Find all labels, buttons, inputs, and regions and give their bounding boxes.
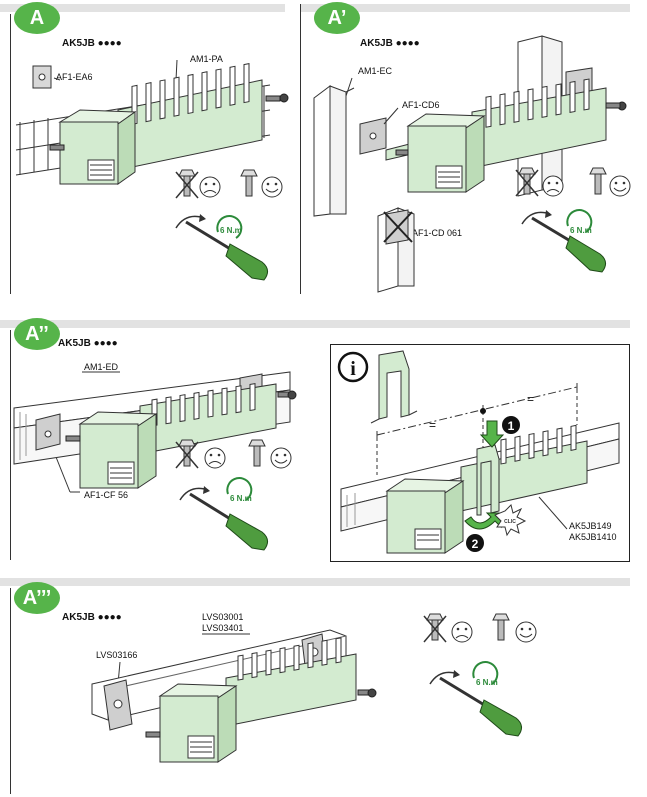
svg-text:i: i (350, 358, 356, 380)
svg-text:6 N.m: 6 N.m (220, 226, 242, 235)
panel-badge: A’’ (14, 318, 60, 350)
rail-label: LVS03401 (202, 623, 244, 633)
bracket-label: LVS03166 (96, 650, 138, 660)
screwdriver-icon (429, 670, 522, 737)
screw-icon (589, 167, 607, 195)
panel-badge: A’ (314, 2, 360, 34)
screw-icon (492, 613, 510, 641)
junction-module (385, 478, 465, 554)
crossed-screw-icon (423, 613, 447, 643)
click-burst-icon: CLIC (494, 504, 527, 537)
svg-text:=: = (527, 392, 534, 406)
junction-module (406, 113, 486, 193)
rail-label: AM1-PA (190, 54, 223, 64)
not-allowed-upright (377, 207, 415, 293)
product-reference: AK5JB ●●●● (58, 338, 118, 349)
svg-text:CLIC: CLIC (504, 519, 516, 525)
info-illustration: i = = (337, 350, 620, 554)
junction-module (158, 683, 238, 763)
upright-left (313, 85, 355, 217)
info-panel: AK5JB149 AK5JB1410 i = = (330, 344, 630, 562)
svg-text:6 N.m: 6 N.m (230, 494, 252, 503)
upright-label: AM1-EC (358, 66, 393, 76)
section-bar (300, 4, 630, 12)
torque-indicator: 6 N.m (216, 215, 243, 239)
clip-part (370, 350, 418, 424)
bracket-label: AF1-CF 56 (84, 490, 129, 500)
panel-border (300, 4, 301, 294)
step-1-marker: 1 (502, 416, 520, 434)
sad-face-icon (199, 176, 221, 198)
bracket-label: AF1-CD6 (402, 100, 440, 110)
svg-text:6 N.m: 6 N.m (476, 678, 498, 687)
panel-badge: A’’’ (14, 582, 60, 614)
happy-face-icon (609, 175, 631, 197)
svg-text:6 N.m: 6 N.m (570, 226, 592, 235)
bracket-part (359, 117, 387, 155)
product-reference: AK5JB ●●●● (62, 612, 122, 623)
rotate-arrow-icon (464, 512, 502, 530)
screwdriver-icon (175, 214, 268, 281)
junction-module (78, 411, 158, 489)
mounting-illustration: 6 N.m (15, 59, 289, 281)
panel-border (10, 14, 11, 294)
section-bar (0, 4, 285, 12)
panel-a-prime: A’ AK5JB ●●●● AM1-EC AF1-CD6 AF1-CD 061 (300, 0, 640, 296)
terminal-strip (117, 63, 263, 171)
mounting-illustration: 6 N.m (91, 613, 537, 763)
push-arrow-icon (479, 420, 505, 448)
torque-indicator: 6 N.m (566, 209, 593, 235)
sad-face-icon (204, 447, 226, 469)
bracket-part (35, 413, 61, 451)
junction-module (58, 109, 137, 185)
rail-label: AM1-ED (84, 362, 119, 372)
svg-text:1: 1 (508, 419, 515, 433)
product-reference: AK5JB ●●●● (62, 38, 122, 49)
panel-border (10, 330, 11, 560)
panel-a-triple-prime: A’’’ AK5JB ●●●● LVS03001 LVS03401 LVS031… (0, 574, 640, 796)
torque-indicator: 6 N.m (226, 477, 253, 503)
terminal-strip (139, 383, 277, 455)
happy-face-icon (270, 447, 292, 469)
not-allowed-label: AF1-CD 061 (412, 228, 463, 238)
clip-part (32, 65, 52, 89)
clip-part (476, 444, 500, 516)
part-label: AK5JB149 (569, 521, 612, 531)
info-icon: i (337, 351, 369, 383)
section-bar (0, 578, 630, 586)
clip-label: AF1-EA6 (56, 72, 93, 82)
crossed-screw-icon (175, 169, 199, 199)
panel-a-double-prime: A’’ AK5JB ●●●● AM1-ED AF1-CF 56 (0, 316, 630, 566)
screwdriver-icon (521, 210, 606, 273)
screw (145, 688, 377, 738)
sad-face-icon (451, 621, 473, 643)
crossed-screw-icon (515, 167, 539, 197)
product-reference: AK5JB ●●●● (360, 38, 420, 49)
screw-icon (240, 169, 258, 197)
screw (49, 93, 289, 151)
step-2-marker: 2 (466, 534, 484, 552)
happy-face-icon (515, 621, 537, 643)
part-label: AK5JB1410 (569, 532, 617, 542)
svg-text:2: 2 (472, 537, 479, 551)
happy-face-icon (261, 176, 283, 198)
section-bar (0, 320, 630, 328)
mounting-illustration: 6 N.m (313, 35, 631, 293)
panel-badge: A (14, 2, 60, 34)
crossed-screw-icon (175, 439, 199, 469)
mounting-illustration: 6 N.m (13, 371, 297, 551)
panel-a: A AK5JB ●●●● AM1-PA AF1-EA6 (0, 0, 300, 296)
screwdriver-icon (179, 486, 268, 551)
screw (395, 101, 627, 156)
svg-text:=: = (429, 418, 436, 432)
sad-face-icon (542, 175, 564, 197)
bracket-part (103, 679, 133, 731)
screw-icon (248, 439, 266, 467)
rail-label: LVS03001 (202, 612, 244, 622)
torque-indicator: 6 N.m (472, 661, 499, 687)
screw (65, 390, 297, 442)
panel-border (10, 588, 11, 794)
